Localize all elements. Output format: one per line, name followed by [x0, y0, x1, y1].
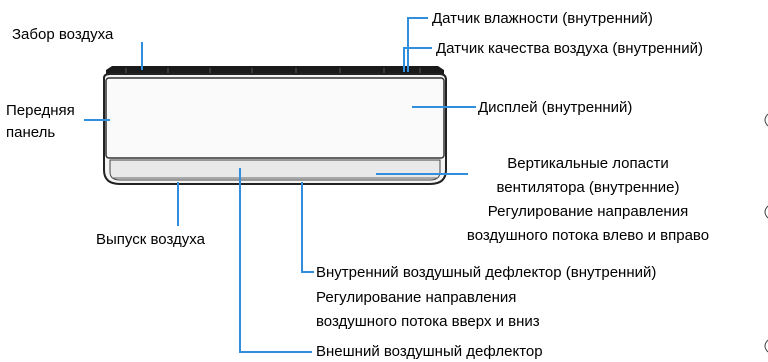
label-vertical-louvers-line4: воздушного потока влево и вправо [466, 227, 710, 244]
leader-lines [84, 17, 476, 353]
label-vertical-louvers-line2: вентилятора (внутренние) [496, 179, 680, 196]
leader-inner-deflector [301, 182, 314, 273]
leader-outer-deflector [239, 168, 312, 353]
indoor-unit [103, 66, 447, 185]
label-air-intake: Забор воздуха [12, 26, 114, 43]
front-panel [105, 77, 445, 159]
label-inner-deflector-line1: Внутренний воздушный дефлектор (внутренн… [316, 264, 657, 281]
leader-humidity-sensor [407, 17, 428, 72]
label-inner-deflector-line3: воздушного потока вверх и вниз [316, 313, 540, 330]
label-front-panel-line2: панель [6, 124, 56, 141]
label-vertical-louvers-line3: Регулирование направления [487, 203, 689, 220]
label-air-quality-sensor: Датчик качества воздуха (внутренний) [436, 40, 703, 57]
label-front-panel-line1: Передняя [6, 102, 75, 119]
label-air-outlet: Выпуск воздуха [96, 231, 205, 248]
leader-air-quality-sensor [403, 47, 432, 72]
label-outer-deflector: Внешний воздушный дефлектор [316, 343, 543, 360]
label-vertical-louvers-line1: Вертикальные лопасти [507, 155, 669, 172]
air-outlet-area [109, 159, 441, 181]
edge-marks [764, 113, 768, 353]
label-inner-deflector-line2: Регулирование направления [316, 289, 517, 306]
label-humidity-sensor: Датчик влажности (внутренний) [432, 10, 653, 27]
label-display: Дисплей (внутренний) [478, 99, 633, 116]
